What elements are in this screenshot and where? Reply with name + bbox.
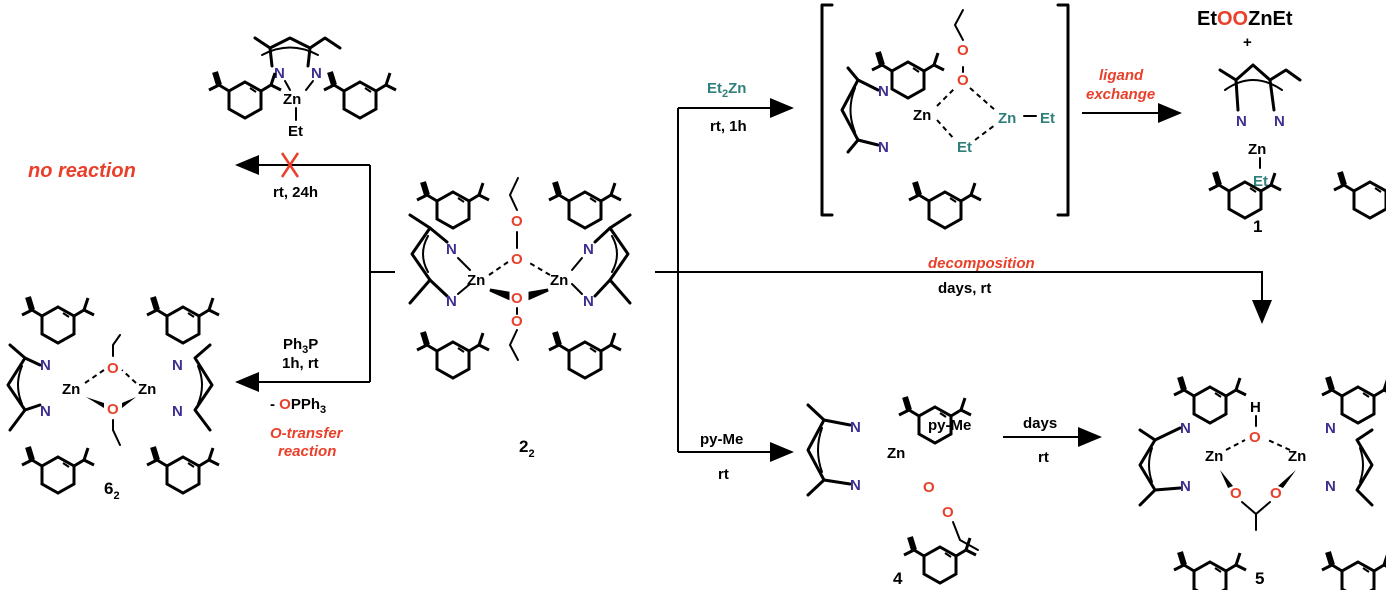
svg-text:Et: Et	[1040, 110, 1055, 127]
svg-text:N: N	[583, 293, 594, 310]
svg-text:O: O	[107, 401, 119, 418]
compound-6-structure: N N Zn O O Zn N N	[6, 297, 219, 493]
cond-opph3: - OPPh3	[270, 396, 326, 416]
svg-text:N: N	[172, 357, 183, 374]
compound-4-label: 4	[893, 569, 903, 588]
cond-et2zn: Et2Zn	[707, 80, 746, 100]
svg-text:N: N	[583, 241, 594, 258]
svg-text:N: N	[172, 403, 183, 420]
svg-text:O: O	[923, 479, 935, 496]
svg-text:Zn: Zn	[467, 272, 485, 289]
svg-text:N: N	[1325, 420, 1336, 437]
cond-days-rt: days, rt	[938, 280, 991, 297]
svg-text:N: N	[850, 477, 861, 494]
svg-text:Zn: Zn	[138, 381, 156, 398]
svg-text:N: N	[40, 403, 51, 420]
cond-ph3p: Ph3P	[283, 336, 318, 356]
svg-text:Zn: Zn	[62, 381, 80, 398]
svg-text:Zn: Zn	[913, 107, 931, 124]
plus-sign: +	[1243, 34, 1252, 51]
nacnac-znet-reagent: N N Zn Et	[209, 36, 396, 140]
svg-text:Zn: Zn	[283, 91, 301, 108]
svg-text:N: N	[850, 419, 861, 436]
decomposition-label: decomposition	[928, 255, 1035, 272]
compound-4-structure: N N Zn py-Me O O	[806, 397, 979, 583]
svg-text:Zn: Zn	[887, 445, 905, 462]
svg-text:Et: Et	[288, 123, 303, 140]
svg-text:H: H	[1250, 399, 1261, 416]
svg-text:O: O	[1249, 429, 1261, 446]
svg-text:Zn: Zn	[998, 110, 1016, 127]
svg-text:O: O	[1230, 485, 1242, 502]
exchange-label: exchange	[1086, 86, 1155, 103]
compound-5-label: 5	[1255, 569, 1264, 588]
intermediate-structure: N N Zn O O Et Zn Et	[820, 3, 1070, 228]
svg-text:Zn: Zn	[1288, 448, 1306, 465]
reaction-label: reaction	[278, 443, 336, 460]
svg-text:N: N	[40, 357, 51, 374]
svg-text:Zn: Zn	[1205, 448, 1223, 465]
cond-rt-2: rt	[1038, 449, 1049, 466]
svg-text:O: O	[511, 313, 523, 330]
cond-rt: rt	[718, 466, 729, 483]
svg-text:N: N	[1274, 113, 1285, 130]
svg-text:O: O	[511, 251, 523, 268]
svg-text:O: O	[107, 360, 119, 377]
cond-rt-24h: rt, 24h	[273, 184, 318, 201]
svg-text:Et: Et	[1253, 173, 1268, 190]
compound-1-label: 1	[1253, 217, 1262, 236]
product-etoozet: EtOOZnEt +	[1197, 8, 1293, 51]
svg-text:Zn: Zn	[1248, 141, 1266, 158]
cond-py-me: py-Me	[700, 431, 743, 448]
arrow-decomposition	[680, 271, 1272, 324]
svg-text:O: O	[942, 504, 954, 521]
cond-days: days	[1023, 415, 1057, 432]
svg-text:N: N	[311, 65, 322, 82]
compound-2-structure: N N Zn N N Zn O O O O	[408, 177, 632, 378]
svg-text:Zn: Zn	[550, 272, 568, 289]
svg-text:N: N	[446, 241, 457, 258]
no-reaction-label: no reaction	[28, 160, 136, 182]
svg-text:O: O	[957, 72, 969, 89]
svg-text:O: O	[957, 42, 969, 59]
svg-text:N: N	[878, 83, 889, 100]
compound-5-structure: N N Zn H O Zn O O N N	[1138, 377, 1386, 590]
cross-icon	[280, 152, 300, 178]
o-transfer-label: O-transfer	[270, 425, 344, 442]
compound-6-label: 62	[104, 479, 120, 502]
svg-text:N: N	[274, 65, 285, 82]
svg-text:N: N	[1180, 478, 1191, 495]
conditions: no reaction rt, 24h Ph3P 1h, rt - OPPh3 …	[28, 67, 1155, 483]
ligand-label: ligand	[1099, 67, 1144, 84]
svg-text:O: O	[511, 213, 523, 230]
arrows	[235, 98, 1272, 462]
svg-text:EtOOZnEt: EtOOZnEt	[1197, 8, 1293, 30]
cond-1h-rt: 1h, rt	[282, 355, 319, 372]
svg-text:N: N	[1325, 478, 1336, 495]
compound-2-label: 22	[519, 437, 535, 460]
svg-text:N: N	[1180, 420, 1191, 437]
svg-text:N: N	[1236, 113, 1247, 130]
cond-rt-1h: rt, 1h	[710, 118, 747, 135]
svg-text:O: O	[1270, 485, 1282, 502]
svg-text:N: N	[878, 139, 889, 156]
svg-text:Et: Et	[957, 139, 972, 156]
compound-1-structure: N N Zn Et	[1209, 63, 1386, 218]
svg-text:N: N	[446, 293, 457, 310]
svg-text:O: O	[511, 290, 523, 307]
